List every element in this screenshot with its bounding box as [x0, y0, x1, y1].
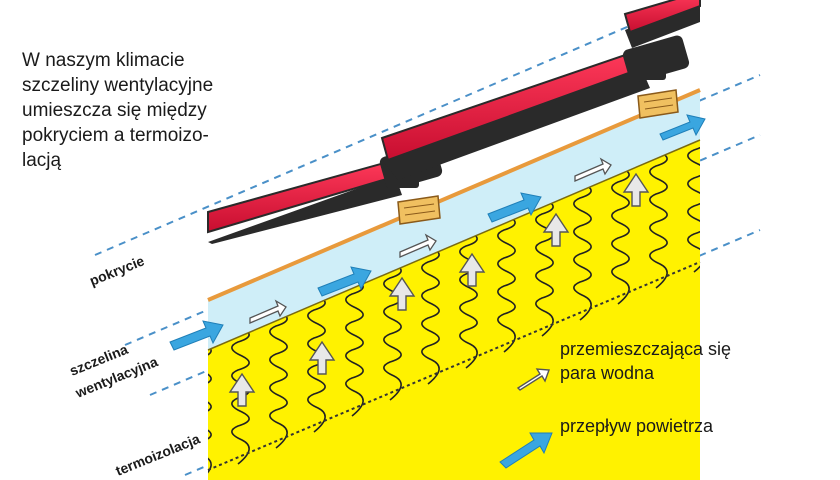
insulation-wave [573, 169, 592, 321]
legend-airflow-label: przepływ powietrza [560, 416, 714, 436]
insulation-wave [535, 185, 554, 337]
vapor-arrow-icon [574, 157, 612, 182]
insulation-wave [269, 297, 288, 449]
airflow-arrow-icon [169, 320, 224, 351]
airflow-arrow-icon [317, 266, 372, 297]
batten [637, 89, 679, 119]
vapor-arrows-insulation [228, 172, 650, 407]
caption-line: pokryciem a termoizo- [22, 125, 209, 146]
legend-airflow-icon [499, 432, 553, 469]
roof-tile [623, 0, 701, 48]
label-insulation: termoizolacja [113, 430, 202, 478]
insulation-wave [459, 217, 478, 369]
battens [397, 89, 679, 225]
legend-vapor-text: przemieszczająca się para wodna [560, 337, 731, 385]
vapor-arrow-icon [399, 233, 437, 258]
airflow-arrows [169, 114, 706, 351]
vapor-arrow-icon [458, 252, 486, 287]
vapor-arrow-icon [622, 172, 650, 207]
legend-airflow-text: przepływ powietrza [560, 414, 713, 438]
roof-tile [380, 35, 690, 180]
vapor-arrow-icon [388, 276, 416, 311]
vapor-arrows-gap [249, 157, 612, 324]
airflow-arrow-icon [659, 114, 706, 141]
legend-vapor-icon [516, 368, 550, 391]
insulation-wave [497, 201, 516, 353]
caption-text: W naszym klimacie szczeliny wentylacyjne… [22, 48, 322, 173]
roof-tiles [207, 0, 701, 244]
insulation-top-edge [207, 139, 701, 351]
batten [397, 195, 441, 225]
insulation-wave [611, 153, 630, 305]
vapor-arrow-icon [542, 212, 570, 247]
airflow-arrow-icon [487, 192, 542, 223]
vapor-arrow-icon [308, 340, 336, 375]
vapor-arrow-icon [249, 299, 287, 324]
caption-line: lacją [22, 150, 62, 171]
legend-vapor-line2: para wodna [560, 363, 655, 383]
insulation-wave [421, 233, 440, 385]
caption-line: W naszym klimacie [22, 50, 185, 71]
vapor-arrow-icon [228, 372, 256, 407]
label-roofing: pokrycie [87, 252, 147, 288]
insulation-wave [649, 140, 668, 289]
caption-line: szczeliny wentylacyjne [22, 75, 214, 96]
insulation-wave [383, 249, 402, 401]
legend-vapor-line1: przemieszczająca się [560, 339, 732, 359]
caption-line: umieszcza się między [22, 100, 207, 121]
membrane-line [207, 88, 701, 302]
insulation-wave [345, 265, 364, 417]
insulation-bottom-edge [207, 261, 701, 471]
insulation-wave [687, 140, 700, 273]
insulation-wave [208, 329, 212, 480]
